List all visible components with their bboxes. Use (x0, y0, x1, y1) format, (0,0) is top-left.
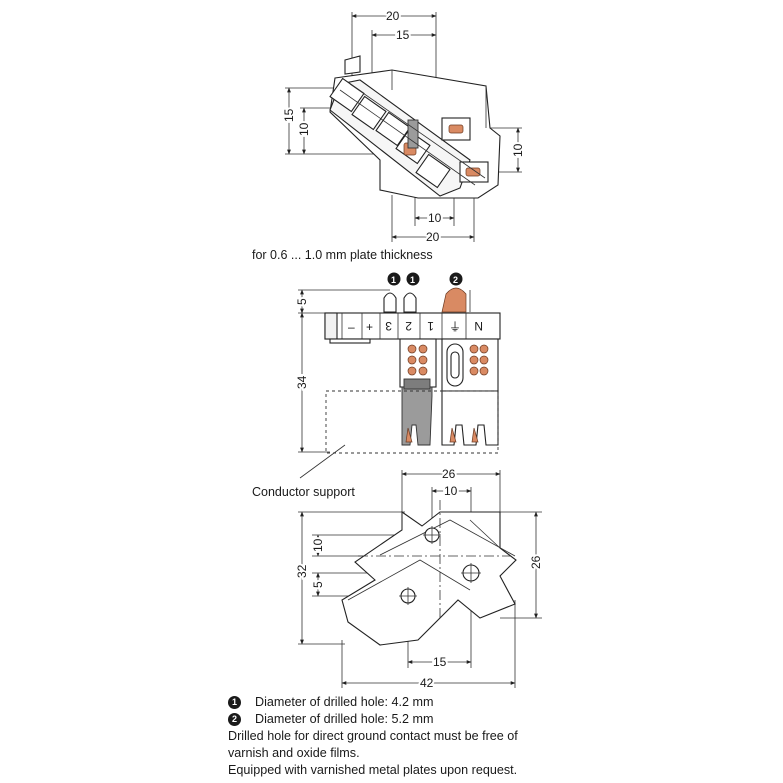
marker-1b: 1 (406, 272, 420, 286)
dim-10-top: 10 (444, 484, 458, 498)
note-line: varnish and oxide films. (228, 745, 780, 762)
note-marker-2: 2 (228, 713, 241, 726)
note-text: varnish and oxide films. (228, 746, 360, 760)
dim-15-bottom: 15 (433, 655, 447, 669)
dim-10-bottom: 10 (428, 211, 442, 225)
notes-block: 1 Diameter of drilled hole: 4.2 mm 2 Dia… (228, 694, 780, 779)
note-line: Drilled hole for direct ground contact m… (228, 728, 780, 745)
dim-26-right: 26 (529, 555, 543, 569)
svg-text:2: 2 (453, 275, 458, 285)
dim-10-left-hole: 10 (311, 538, 325, 552)
terminal-label-minus: – (348, 320, 355, 334)
terminal-label-1: 1 (427, 319, 434, 333)
top-view: 20 15 15 10 10 10 20 (252, 7, 527, 262)
terminal-label-plus: + (366, 320, 373, 334)
dim-20-bottom: 20 (426, 230, 440, 244)
dim-5-side: 5 (295, 298, 309, 305)
dim-42-bottom: 42 (420, 676, 434, 690)
plate-thickness-caption: for 0.6 ... 1.0 mm plate thickness (252, 248, 433, 262)
note-text: Drilled hole for direct ground contact m… (228, 729, 518, 743)
hole-2 (461, 563, 481, 583)
footprint-outline (341, 510, 517, 646)
marker-1a: 1 (387, 272, 401, 286)
dim-10-right: 10 (511, 143, 525, 157)
conductor-support-label: Conductor support (252, 485, 355, 499)
connector-top-body (329, 55, 501, 199)
svg-text:1: 1 (391, 275, 396, 285)
dim-10-left: 10 (297, 122, 311, 136)
note-text: Diameter of drilled hole: 5.2 mm (255, 712, 434, 726)
note-text: Diameter of drilled hole: 4.2 mm (255, 695, 434, 709)
note-line: Equipped with varnished metal plates upo… (228, 762, 780, 779)
conductor-support-outline (325, 390, 499, 454)
note-text: Equipped with varnished metal plates upo… (228, 763, 518, 777)
marker-2: 2 (449, 272, 463, 286)
note-hole-2: 2 Diameter of drilled hole: 5.2 mm (228, 711, 780, 728)
contacts-left (407, 344, 428, 376)
terminal-label-n: N (474, 319, 483, 333)
dim-15-top: 15 (396, 28, 410, 42)
svg-text:1: 1 (410, 275, 415, 285)
terminal-label-ground: ⏚ (449, 320, 461, 334)
dim-32-left: 32 (295, 564, 309, 578)
hole-1a (423, 526, 441, 544)
dim-15-left: 15 (282, 108, 296, 122)
dim-20-top: 20 (386, 9, 400, 23)
dim-5-left-hole: 5 (311, 581, 325, 588)
contacts-right (469, 344, 489, 376)
dim-26-top: 26 (442, 467, 456, 481)
hole-1b (399, 587, 417, 605)
terminal-label-3: 3 (385, 319, 392, 333)
dim-34-side: 34 (295, 375, 309, 389)
side-view: 1 1 2 5 34 – + 3 (252, 272, 501, 499)
note-marker-1: 1 (228, 696, 241, 709)
terminal-label-2: 2 (405, 319, 412, 333)
hole-pattern-view: 26 10 32 10 5 26 15 42 (293, 465, 545, 692)
note-hole-1: 1 Diameter of drilled hole: 4.2 mm (228, 694, 780, 711)
